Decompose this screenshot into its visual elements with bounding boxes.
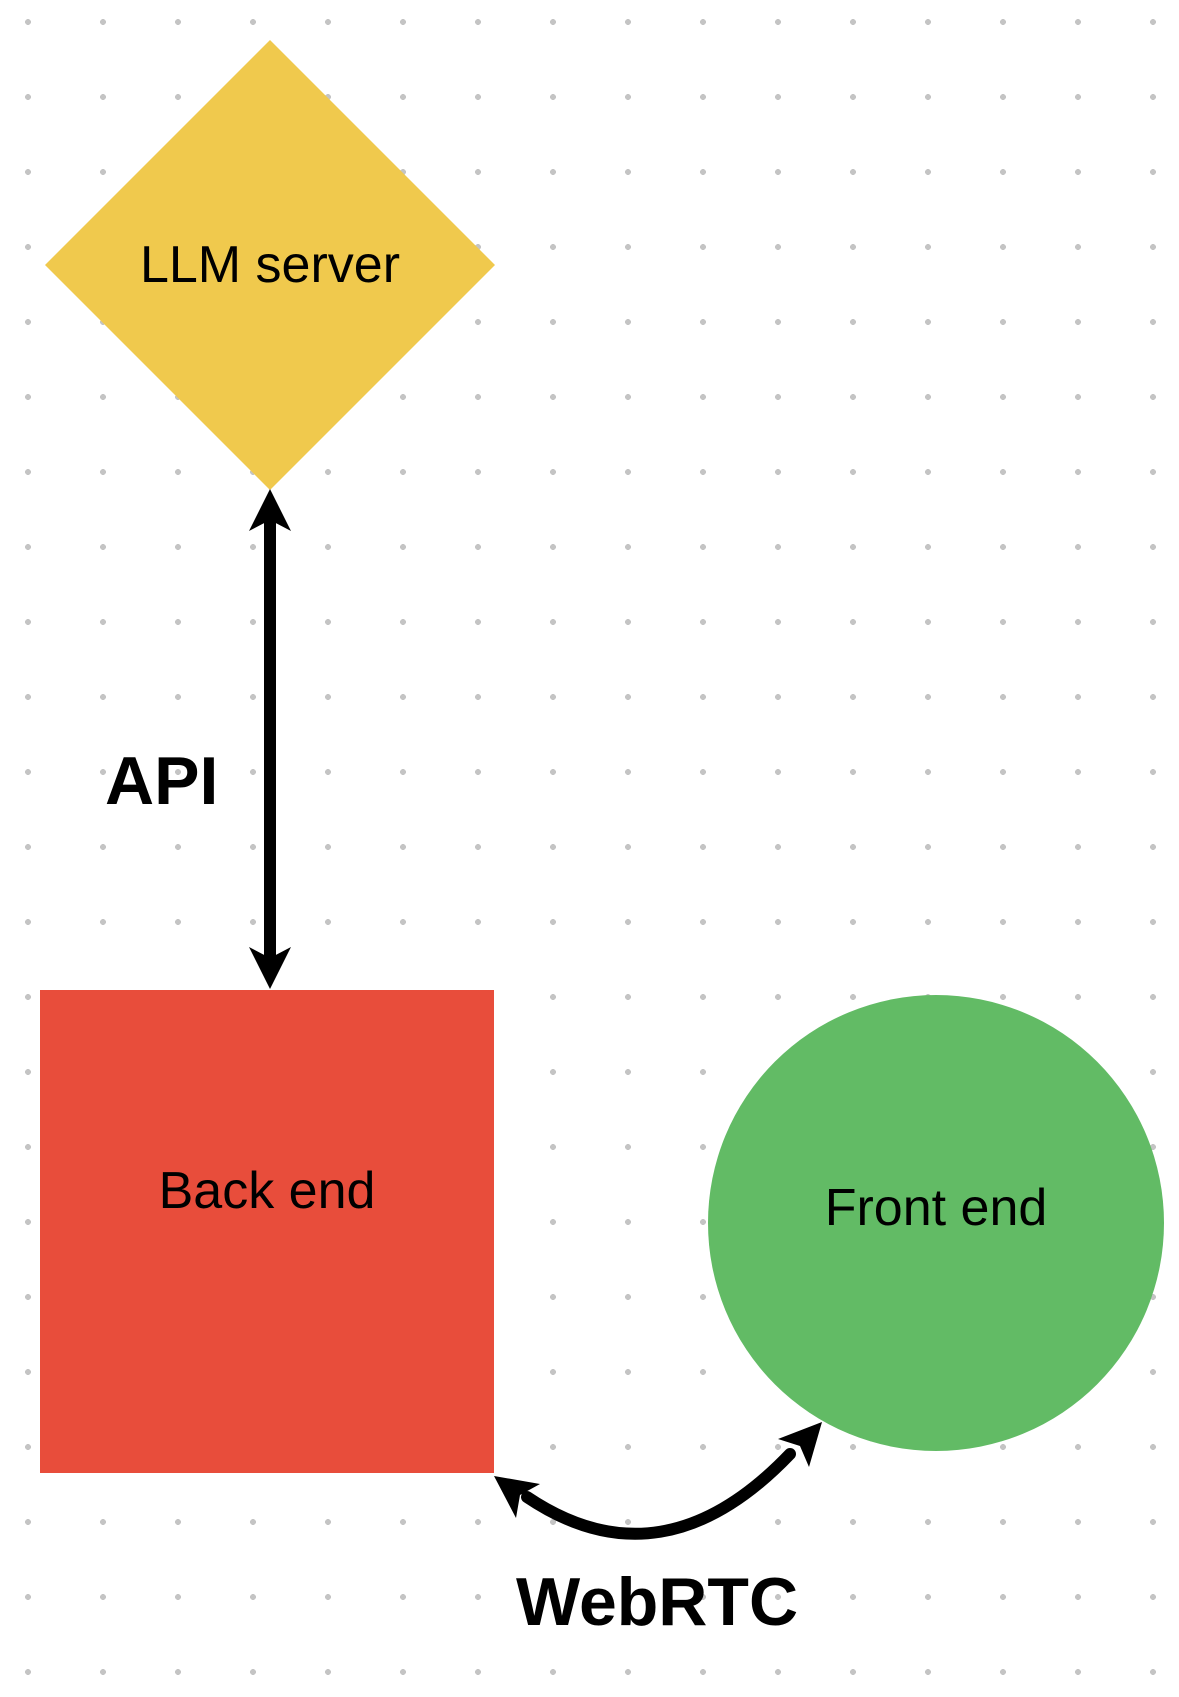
edge-webrtc-arrow[interactable] <box>494 1422 822 1540</box>
node-llm-server-label: LLM server <box>139 236 401 294</box>
edge-webrtc-curve <box>521 1448 796 1540</box>
edge-webrtc-arrowhead-right <box>778 1422 822 1467</box>
edge-label-api[interactable]: API <box>105 743 219 819</box>
edge-api-arrow[interactable] <box>249 489 291 989</box>
edge-api-arrowhead-bottom <box>249 947 291 989</box>
node-back-end-label: Back end <box>158 1162 376 1220</box>
node-front-end-label: Front end <box>824 1179 1048 1237</box>
edge-webrtc-arrowhead-left <box>494 1476 540 1518</box>
edge-api-arrowhead-top <box>249 489 291 531</box>
node-back-end[interactable]: Back end <box>40 990 494 1473</box>
node-front-end[interactable]: Front end <box>708 995 1164 1451</box>
edge-label-webrtc[interactable]: WebRTC <box>516 1564 799 1640</box>
